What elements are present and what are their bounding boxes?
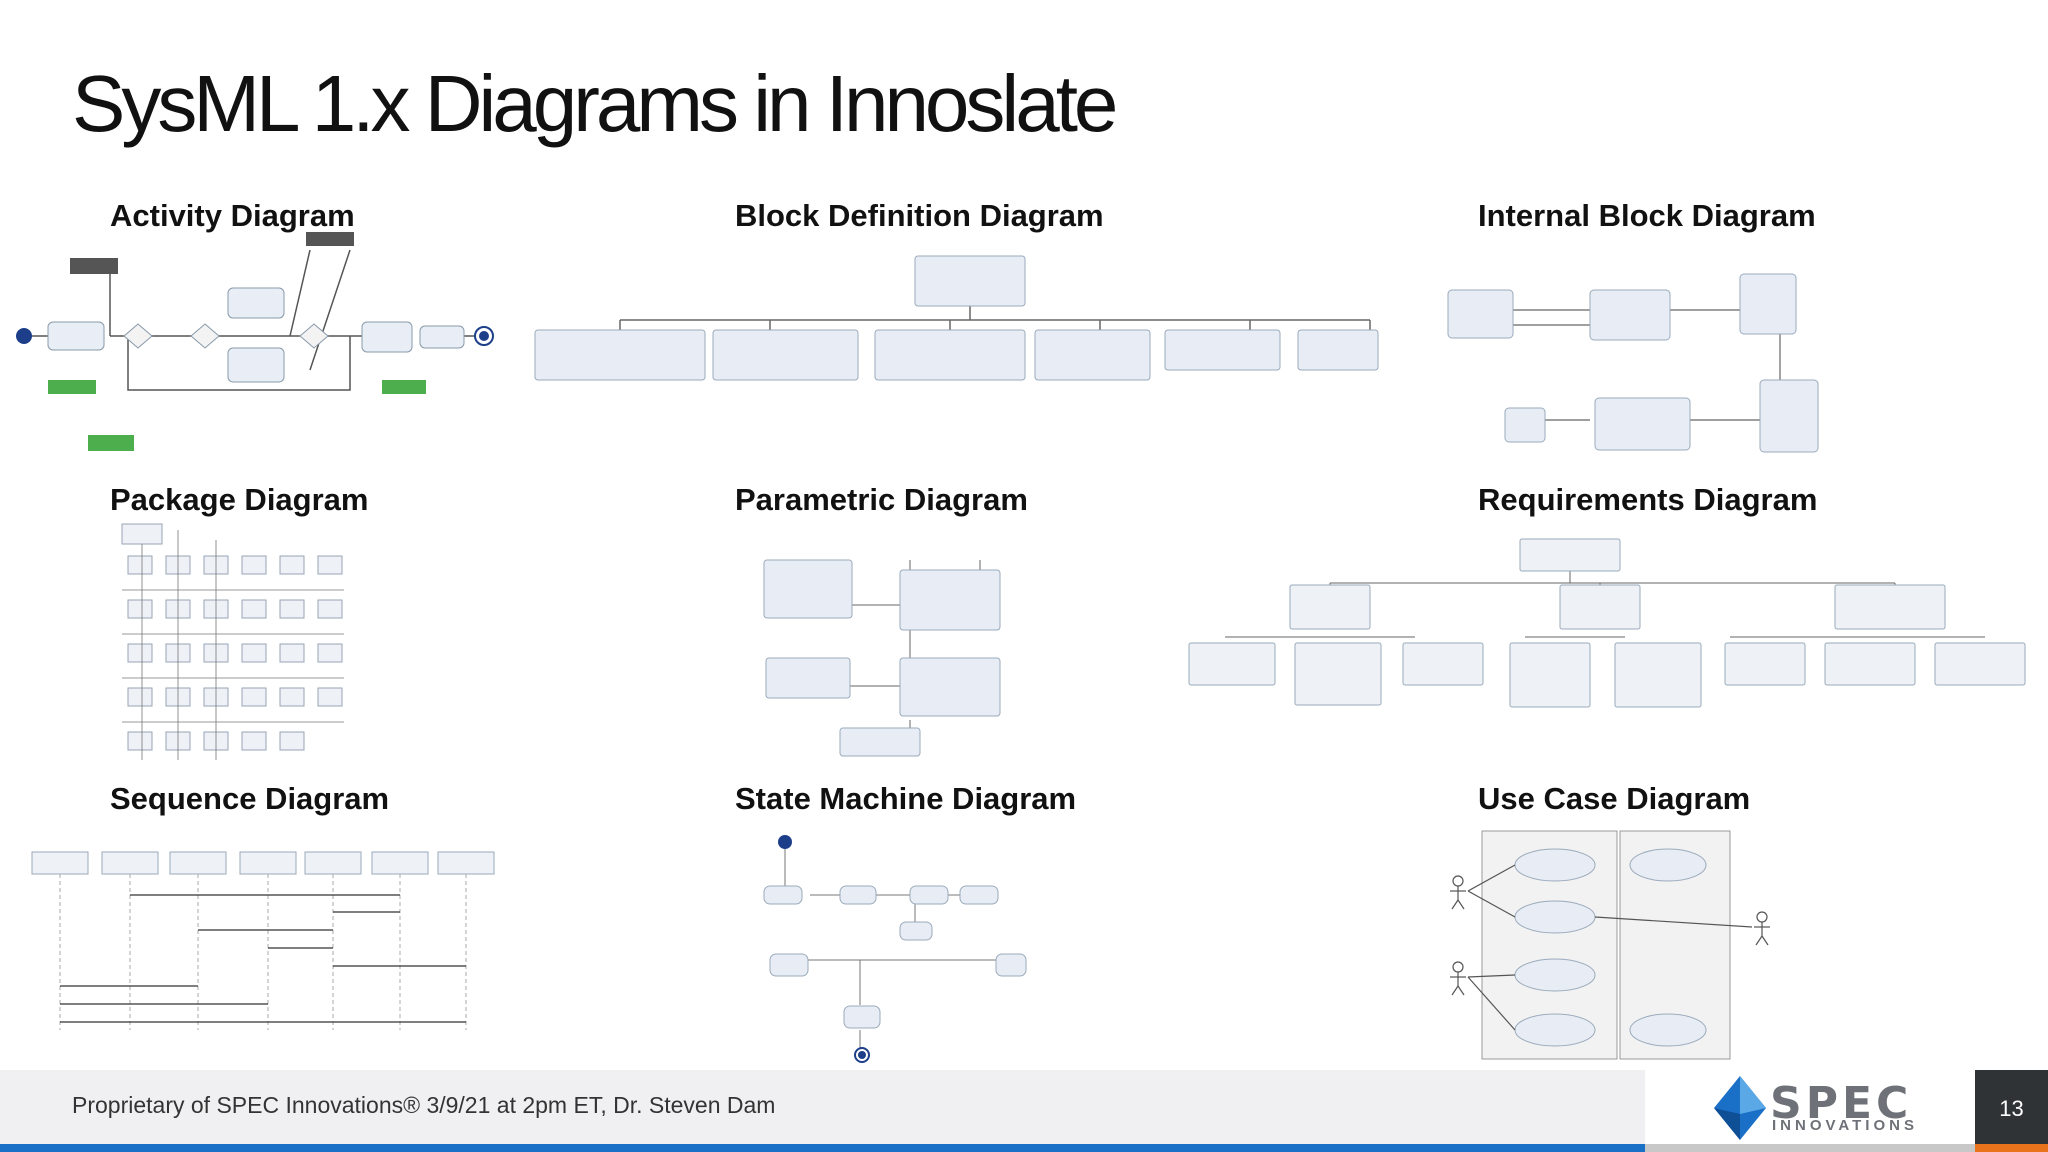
footer-text: Proprietary of SPEC Innovations® 3/9/21 …	[72, 1092, 776, 1118]
label-block-definition-diagram: Block Definition Diagram	[735, 198, 1104, 233]
block-definition-diagram-image	[530, 250, 1410, 385]
spec-diamond-icon	[1712, 1074, 1768, 1142]
logo-subtitle: INNOVATIONS	[1772, 1117, 1918, 1134]
package-diagram-image	[118, 520, 348, 770]
activity-diagram-image	[10, 230, 500, 455]
label-sequence-diagram: Sequence Diagram	[110, 781, 390, 816]
label-internal-block-diagram: Internal Block Diagram	[1478, 198, 1816, 233]
label-state-machine-diagram: State Machine Diagram	[735, 781, 1077, 816]
requirements-diagram-image	[1185, 535, 2030, 710]
internal-block-diagram-image	[1440, 270, 1830, 460]
spec-logo	[1645, 1070, 1975, 1146]
accent-bar-blue	[0, 1144, 1645, 1152]
label-package-diagram: Package Diagram	[110, 482, 369, 517]
state-machine-diagram-image	[760, 830, 1030, 1065]
use-case-diagram-image	[1440, 825, 1780, 1065]
page-number-box	[1975, 1070, 2048, 1146]
accent-bar-gray	[1645, 1144, 1975, 1152]
logo-wordmark: SPEC	[1770, 1078, 1913, 1129]
label-parametric-diagram: Parametric Diagram	[735, 482, 1028, 517]
accent-bar-orange	[1975, 1144, 2048, 1152]
page-number: 13	[1999, 1096, 2024, 1121]
label-activity-diagram: Activity Diagram	[110, 198, 355, 233]
parametric-diagram-image	[760, 530, 1010, 760]
label-use-case-diagram: Use Case Diagram	[1478, 781, 1751, 816]
label-requirements-diagram: Requirements Diagram	[1478, 482, 1818, 517]
sequence-diagram-image	[30, 850, 500, 1035]
slide-title: SysML 1.x Diagrams in Innoslate	[72, 59, 1118, 148]
